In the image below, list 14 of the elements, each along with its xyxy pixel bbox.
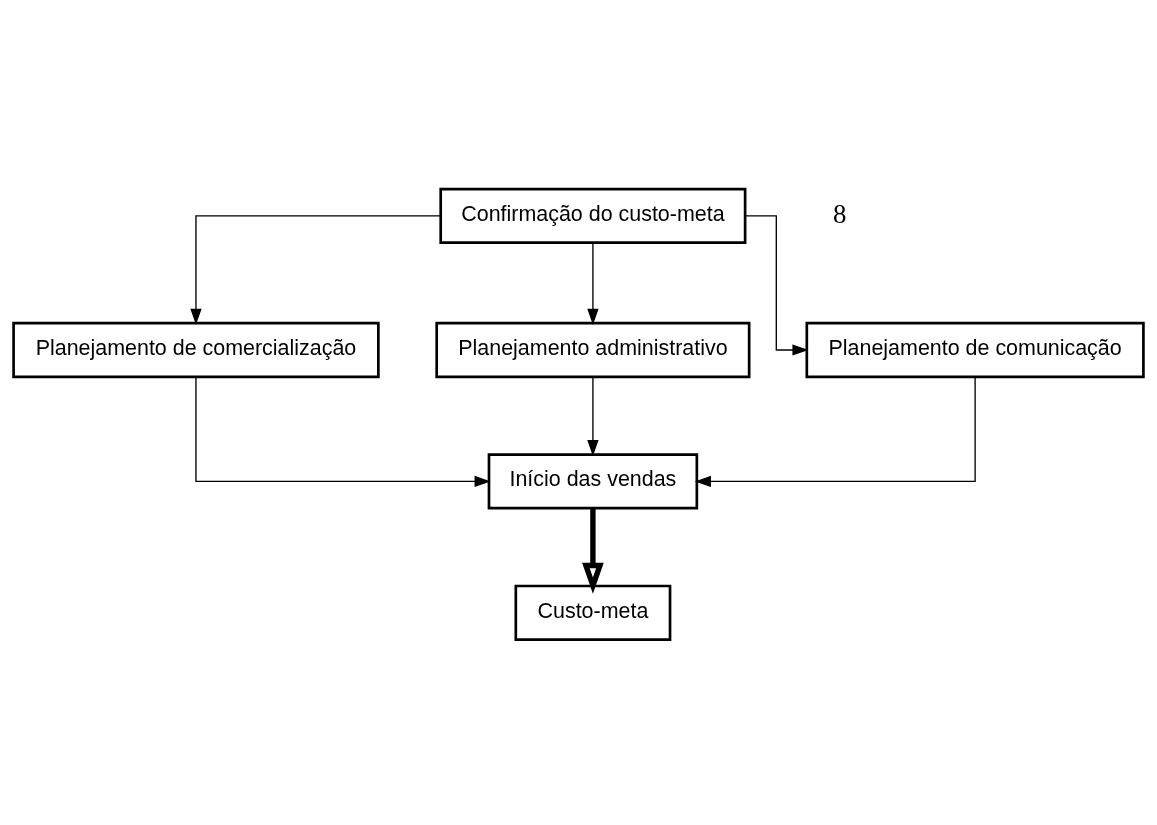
arrow bbox=[744, 214, 809, 356]
node-box: Confirmação do custo-meta bbox=[439, 187, 747, 244]
arrow bbox=[582, 508, 604, 594]
node-box: Planejamento de comunicação bbox=[805, 321, 1145, 378]
node-box: Custo-meta bbox=[514, 584, 672, 641]
arrow bbox=[587, 376, 599, 456]
label: 8 bbox=[832, 198, 847, 229]
arrow bbox=[195, 376, 491, 487]
node-box: Planejamento administrativo bbox=[435, 321, 751, 378]
node-box: Planejamento de comercialização bbox=[12, 321, 380, 378]
node-box: Início das vendas bbox=[487, 452, 699, 510]
arrow bbox=[694, 376, 976, 487]
arrow bbox=[587, 241, 599, 325]
arrow bbox=[190, 214, 442, 325]
